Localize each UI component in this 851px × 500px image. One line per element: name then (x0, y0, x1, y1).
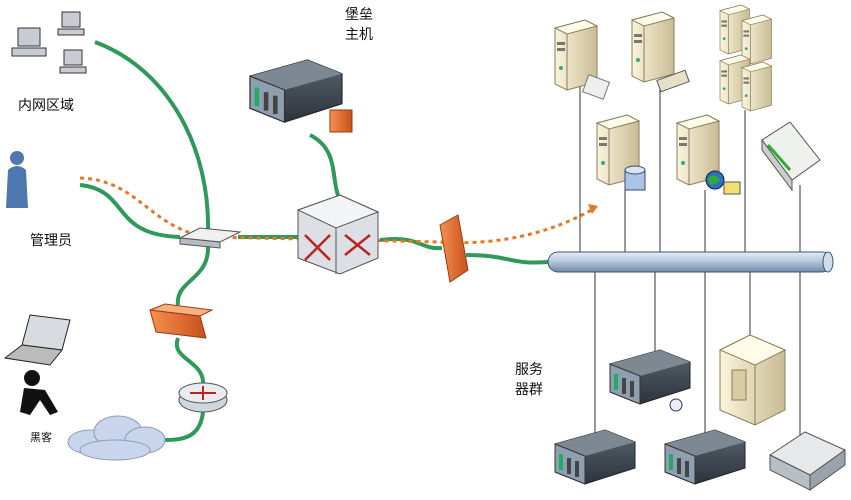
web-globe-icon (705, 170, 741, 195)
switch-icon (768, 431, 846, 491)
database-icon (624, 165, 646, 191)
tower-server-icon (718, 334, 787, 426)
bastion-label-line1: 堡垒 (345, 7, 373, 23)
hacker-icon (20, 370, 58, 415)
firewall-icon (329, 109, 353, 133)
link-admin-switch (79, 183, 181, 239)
link-router-cloud (159, 411, 205, 442)
cloud-icon (67, 415, 166, 461)
network-bus-icon (547, 251, 833, 273)
firewall-icon (439, 214, 469, 283)
modem-icon (761, 121, 821, 192)
core-router-icon (296, 194, 380, 275)
tower-server-icon (631, 11, 675, 83)
keyboard-icon (656, 69, 690, 93)
servers-label-line1: 服务 (515, 362, 543, 378)
servers-label-line2: 器群 (515, 382, 543, 398)
laptop-icon (3, 314, 71, 366)
rack-server-icon (664, 429, 746, 485)
hacker-label: 黑客 (30, 431, 52, 444)
workstation-icon (11, 11, 87, 74)
switch-icon (178, 227, 242, 249)
router-icon (178, 382, 228, 413)
person-icon (6, 151, 28, 208)
link-intranet-switch (94, 40, 211, 233)
link-firewall2-router (174, 337, 206, 386)
admin-label: 管理员 (30, 233, 72, 249)
intranet-label: 内网区域 (18, 98, 74, 114)
rack-server-icon (609, 349, 691, 405)
arrow-head-icon (588, 204, 598, 214)
firewall-icon (149, 303, 214, 339)
link-bastion-core (309, 133, 342, 201)
tower-server-icon (741, 61, 772, 112)
bastion-label-line2: 主机 (345, 27, 373, 43)
rack-server-icon (554, 429, 636, 485)
rack-server-icon (249, 59, 343, 123)
bus-drops (579, 85, 801, 440)
tower-server-icon (741, 14, 772, 65)
link-switch-firewall2 (175, 244, 211, 306)
link-firewall-bus (465, 253, 549, 265)
